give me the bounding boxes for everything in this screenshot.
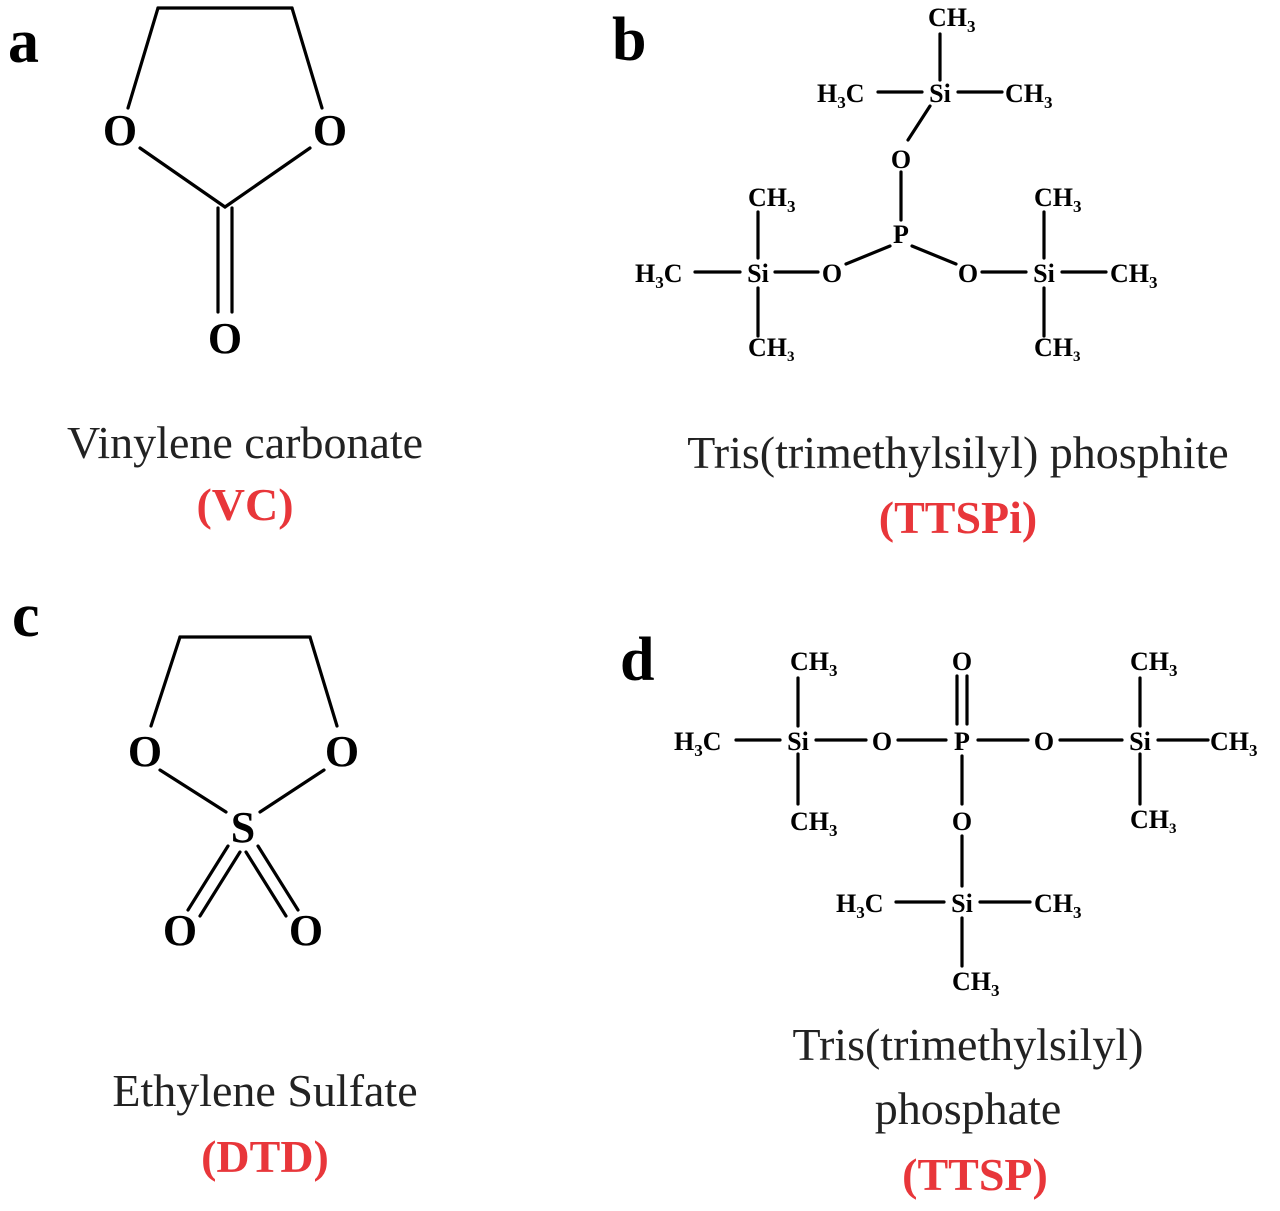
panel-c: c O O S O O Ethylene Sulfate (DTD) — [12, 582, 418, 1182]
ttspi-oxygen-left: O — [822, 259, 842, 288]
ttsp-h3c-left: H3C — [674, 727, 722, 760]
dtd-oxygen-left: O — [128, 727, 162, 776]
ttspi-h3c-left: H3C — [635, 259, 683, 292]
dtd-abbreviation: (DTD) — [201, 1131, 329, 1182]
ttspi-ch3-top: CH3 — [928, 3, 976, 36]
panel-d: d CH3 H3C Si — [620, 626, 1258, 1200]
panel-letter-b: b — [612, 6, 646, 74]
vc-oxygen-right: O — [313, 106, 347, 155]
ttsp-ch3-left-up: CH3 — [790, 647, 838, 680]
panel-b: b CH3 H3C Si CH3 O P — [612, 3, 1229, 543]
ttspi-ch3-right-up: CH3 — [1034, 183, 1082, 216]
ttspi-oxygen-top: O — [891, 145, 911, 174]
ttsp-ch3-right: CH3 — [1210, 727, 1258, 760]
ttsp-ch3-right-up: CH3 — [1130, 647, 1178, 680]
vc-oxygen-carbonyl: O — [208, 314, 242, 363]
dtd-oxygen-bottom-right: O — [289, 906, 323, 955]
vc-name: Vinylene carbonate — [67, 417, 423, 468]
dtd-sulfur: S — [231, 803, 255, 852]
ttspi-ch3-right: CH3 — [1110, 259, 1158, 292]
ttsp-oxygen-right: O — [1034, 727, 1054, 756]
ttsp-si-left: Si — [787, 727, 809, 756]
ttsp-name-line1: Tris(trimethylsilyl) — [793, 1019, 1144, 1070]
panel-letter-d: d — [620, 626, 654, 694]
ttsp-ch3-left-down: CH3 — [790, 807, 838, 840]
ttspi-phosphorus: P — [893, 220, 909, 249]
ttspi-ch3-right-down: CH3 — [1034, 333, 1081, 365]
ttsp-oxygen-left: O — [872, 727, 892, 756]
ttspi-ch3-left-up: CH3 — [748, 183, 796, 216]
ttsp-bonds — [734, 674, 1210, 968]
ttspi-si-left: Si — [747, 259, 769, 288]
dtd-bonds — [149, 635, 339, 918]
ttsp-abbreviation: (TTSP) — [902, 1149, 1048, 1200]
vc-bonds — [126, 6, 324, 314]
ttspi-si-right: Si — [1033, 259, 1055, 288]
ttsp-oxygen-down: O — [952, 807, 972, 836]
vc-abbreviation: (VC) — [196, 479, 293, 530]
ttspi-si-top: Si — [929, 79, 951, 108]
panel-a: a O O O Vinylene carbonate (VC) — [8, 6, 423, 530]
ttspi-bonds — [693, 32, 1108, 338]
ttspi-ch3-top-right: CH3 — [1005, 79, 1053, 112]
ttspi-ch3-left-down: CH3 — [748, 333, 795, 365]
ttsp-phosphorus: P — [954, 727, 970, 756]
ttsp-oxygen-top: O — [952, 647, 972, 676]
ttsp-si-right: Si — [1129, 727, 1151, 756]
ttsp-ch3-right-down: CH3 — [1130, 805, 1177, 837]
dtd-name: Ethylene Sulfate — [112, 1065, 417, 1116]
ttsp-name-line2: phosphate — [875, 1083, 1062, 1134]
ttsp-h3c-bottom: H3C — [836, 889, 884, 922]
ttspi-name: Tris(trimethylsilyl) phosphite — [687, 427, 1228, 478]
vc-oxygen-left: O — [103, 106, 137, 155]
ttspi-oxygen-right: O — [958, 259, 978, 288]
ttspi-abbreviation: (TTSPi) — [879, 492, 1037, 543]
dtd-oxygen-right: O — [325, 727, 359, 776]
ttsp-ch3-bottom-right: CH3 — [1034, 889, 1082, 922]
ttsp-ch3-bottom-down: CH3 — [952, 967, 1000, 1000]
ttspi-h3c-top: H3C — [817, 79, 865, 112]
panel-letter-c: c — [12, 582, 40, 650]
dtd-oxygen-bottom-left: O — [163, 906, 197, 955]
ttsp-si-bottom: Si — [951, 889, 973, 918]
panel-letter-a: a — [8, 8, 39, 76]
